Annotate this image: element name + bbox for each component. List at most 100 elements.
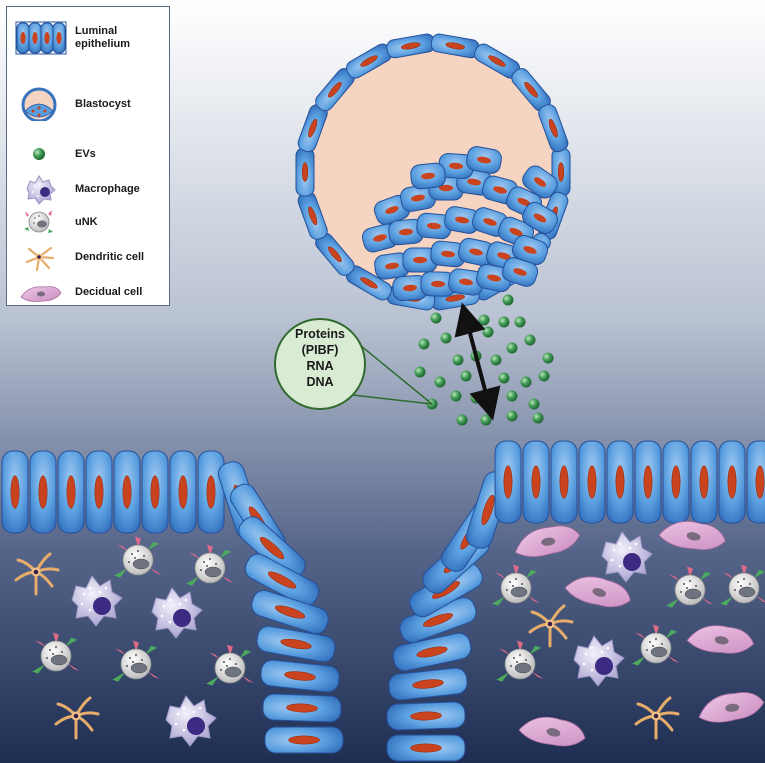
trophectoderm-cell bbox=[538, 104, 569, 153]
icm-cell bbox=[501, 257, 539, 287]
nucleus bbox=[385, 262, 399, 270]
epithelial-cell bbox=[197, 450, 225, 534]
luminal-epithelium-icon bbox=[15, 21, 67, 55]
nucleus bbox=[66, 475, 76, 509]
trophectoderm-cell bbox=[430, 33, 480, 59]
ev-particle bbox=[470, 392, 482, 404]
nucleus bbox=[488, 55, 506, 67]
legend-label-evs: EVs bbox=[75, 148, 96, 160]
nucleus bbox=[122, 475, 132, 509]
nucleus bbox=[445, 42, 465, 50]
decidual-cell bbox=[658, 521, 726, 551]
nucleus bbox=[595, 657, 613, 675]
epithelial-cell bbox=[386, 701, 466, 731]
nucleus bbox=[727, 465, 737, 499]
ev-icon bbox=[33, 148, 45, 160]
ev-particle bbox=[542, 352, 554, 364]
nucleus bbox=[509, 228, 523, 236]
nucleus bbox=[411, 194, 425, 202]
nucleus bbox=[559, 465, 569, 499]
nucleus bbox=[449, 162, 463, 170]
epithelial-cell bbox=[29, 450, 57, 534]
nucleus bbox=[401, 42, 421, 50]
ev-particle bbox=[452, 354, 464, 366]
nucleus bbox=[469, 248, 483, 256]
epithelial-cell bbox=[550, 440, 578, 524]
decidual-cell bbox=[518, 716, 586, 747]
icm-cell bbox=[511, 234, 549, 266]
legend-item-luminal-epithelium: Luminal epithelium bbox=[7, 21, 171, 55]
nucleus bbox=[725, 703, 740, 712]
nucleus bbox=[259, 536, 285, 560]
ev-particle bbox=[514, 316, 526, 328]
epithelial-cell bbox=[260, 659, 340, 693]
nucleus bbox=[546, 728, 561, 737]
nucleus bbox=[431, 280, 445, 288]
nucleus bbox=[224, 666, 242, 678]
nucleus bbox=[132, 558, 150, 570]
nucleus bbox=[714, 636, 729, 645]
ev-particle bbox=[414, 366, 426, 378]
nucleus bbox=[421, 172, 435, 180]
legend-item-decidual-cell: Decidual cell bbox=[7, 275, 171, 309]
nucleus bbox=[653, 713, 659, 719]
icm-cell bbox=[373, 194, 411, 226]
bidirectional-arrow bbox=[454, 302, 501, 421]
icm-cell bbox=[466, 146, 502, 174]
nucleus bbox=[280, 638, 312, 650]
icm-cell bbox=[522, 201, 558, 235]
epithelial-cell bbox=[262, 693, 342, 723]
ev-particle bbox=[528, 398, 540, 410]
nucleus bbox=[360, 277, 378, 289]
epithelial-cell bbox=[57, 450, 85, 534]
epithelial-cell bbox=[494, 440, 522, 524]
ev-particle bbox=[506, 342, 518, 354]
decidual-cell bbox=[564, 576, 631, 608]
trophectoderm-cell bbox=[297, 104, 328, 153]
nucleus bbox=[487, 274, 501, 282]
nucleus bbox=[403, 284, 417, 292]
icm-cell bbox=[458, 237, 494, 267]
macrophage-cell bbox=[601, 531, 653, 583]
nucleus bbox=[328, 246, 342, 263]
nucleus bbox=[416, 646, 448, 658]
unk-cell bbox=[186, 544, 234, 586]
nucleus bbox=[187, 717, 205, 735]
nucleus bbox=[686, 532, 701, 541]
nucleus bbox=[441, 250, 455, 258]
dendritic-cell bbox=[14, 552, 60, 596]
unk-cell bbox=[32, 632, 80, 674]
trophectoderm-cell bbox=[295, 147, 315, 197]
nucleus bbox=[178, 475, 188, 509]
ev-particle bbox=[430, 312, 442, 324]
nucleus bbox=[533, 177, 547, 187]
nucleus bbox=[524, 81, 538, 98]
nucleus bbox=[286, 703, 318, 713]
cargo-line-dna: DNA bbox=[306, 375, 334, 389]
ev-particle bbox=[498, 316, 510, 328]
ev-particle bbox=[478, 314, 490, 326]
nucleus bbox=[288, 735, 320, 745]
nucleus bbox=[493, 186, 507, 194]
nucleus bbox=[423, 613, 453, 627]
ev-particle bbox=[506, 410, 518, 422]
legend-label-blastocyst: Blastocyst bbox=[75, 98, 131, 110]
nucleus bbox=[497, 252, 511, 260]
icm-cell bbox=[448, 268, 484, 296]
epithelial-cell bbox=[746, 440, 765, 524]
callout-pointer-lower bbox=[343, 393, 433, 405]
stromal-immune-cells bbox=[14, 521, 765, 747]
nucleus bbox=[173, 609, 191, 627]
nucleus bbox=[671, 465, 681, 499]
nucleus bbox=[301, 162, 309, 182]
epithelial-cell bbox=[141, 450, 169, 534]
nucleus bbox=[413, 256, 427, 264]
nucleus bbox=[510, 586, 528, 598]
epithelial-cell bbox=[244, 553, 320, 607]
nucleus bbox=[274, 605, 306, 619]
icm-cell bbox=[430, 240, 466, 268]
callout-circle bbox=[274, 318, 366, 410]
luminal-epithelium-left bbox=[1, 450, 344, 754]
ev-particle bbox=[456, 414, 468, 426]
